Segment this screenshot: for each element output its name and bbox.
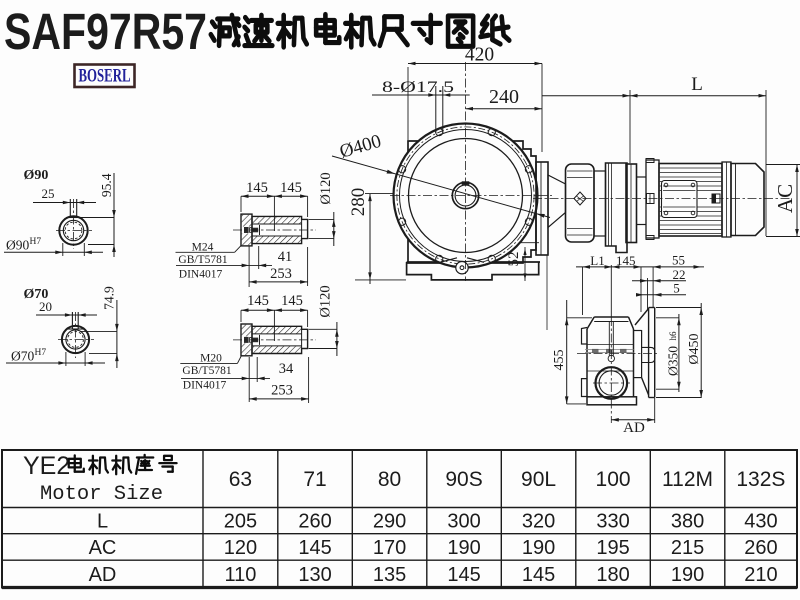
svg-text:DIN4017: DIN4017 [183, 380, 227, 392]
svg-text:280: 280 [348, 188, 369, 217]
svg-text:380: 380 [671, 511, 704, 533]
svg-text:110: 110 [224, 564, 256, 586]
svg-text:145: 145 [522, 564, 555, 586]
svg-text:AC: AC [89, 537, 117, 559]
svg-text:AD: AD [89, 564, 117, 586]
svg-text:330: 330 [596, 511, 629, 533]
svg-text:120: 120 [224, 537, 257, 559]
svg-text:L1: L1 [590, 253, 604, 268]
svg-text:71: 71 [303, 468, 326, 491]
svg-text:H7: H7 [30, 237, 42, 247]
svg-text:190: 190 [447, 537, 480, 559]
svg-text:AC: AC [773, 184, 797, 213]
svg-text:145: 145 [247, 293, 269, 309]
svg-text:BOSERL: BOSERL [79, 66, 131, 87]
svg-text:290: 290 [373, 511, 406, 533]
svg-text:180: 180 [596, 564, 629, 586]
svg-text:145: 145 [281, 293, 303, 309]
svg-text:22: 22 [673, 267, 686, 282]
svg-text:L: L [97, 511, 108, 533]
svg-text:215: 215 [671, 537, 704, 559]
svg-text:170: 170 [373, 537, 406, 559]
svg-text:SAF97R57: SAF97R57 [4, 3, 207, 60]
svg-text:55: 55 [672, 253, 685, 268]
svg-text:260: 260 [744, 537, 777, 559]
svg-text:100: 100 [596, 468, 631, 491]
svg-text:Ø70: Ø70 [11, 349, 34, 364]
svg-text:Ø450: Ø450 [687, 333, 702, 364]
svg-text:260: 260 [298, 511, 331, 533]
svg-text:25: 25 [42, 186, 55, 201]
svg-text:Ø90: Ø90 [24, 168, 49, 183]
svg-text:20: 20 [39, 299, 52, 314]
svg-text:5: 5 [673, 281, 680, 296]
svg-text:80: 80 [378, 468, 401, 491]
svg-text:Ø350: Ø350 [666, 346, 681, 376]
svg-text:205: 205 [224, 511, 257, 533]
svg-text:Ø120: Ø120 [318, 285, 334, 317]
svg-text:132S: 132S [736, 468, 785, 491]
svg-text:90L: 90L [521, 468, 556, 491]
svg-text:41: 41 [278, 249, 293, 265]
svg-text:34: 34 [279, 361, 294, 377]
svg-text:M24: M24 [192, 242, 214, 254]
svg-text:130: 130 [298, 564, 331, 586]
svg-text:74.9: 74.9 [102, 286, 117, 310]
svg-text:430: 430 [744, 511, 777, 533]
svg-text:H7: H7 [35, 348, 47, 358]
svg-text:145: 145 [298, 537, 331, 559]
svg-text:GB/T5781: GB/T5781 [178, 254, 227, 266]
svg-text:145: 145 [280, 180, 302, 196]
svg-text:145: 145 [246, 180, 268, 196]
svg-text:145: 145 [447, 564, 480, 586]
svg-text:90S: 90S [445, 468, 482, 491]
svg-text:52: 52 [506, 252, 522, 267]
svg-text:M20: M20 [200, 353, 222, 365]
svg-text:195: 195 [596, 537, 629, 559]
svg-text:Ø70: Ø70 [24, 287, 49, 302]
svg-text:L: L [691, 74, 703, 95]
svg-text:8-Ø17.5: 8-Ø17.5 [382, 79, 454, 96]
svg-text:Ø120: Ø120 [318, 172, 334, 204]
svg-text:63: 63 [229, 468, 252, 491]
svg-text:190: 190 [671, 564, 704, 586]
svg-text:Ø90: Ø90 [6, 238, 29, 253]
svg-text:253: 253 [271, 383, 293, 399]
svg-text:210: 210 [744, 564, 777, 586]
svg-text:300: 300 [447, 511, 480, 533]
svg-text:145: 145 [616, 253, 636, 268]
svg-text:AD: AD [623, 420, 645, 436]
svg-text:253: 253 [270, 266, 292, 282]
svg-text:320: 320 [522, 511, 555, 533]
svg-text:GB/T5781: GB/T5781 [182, 365, 231, 377]
svg-text:112M: 112M [662, 468, 713, 491]
svg-text:190: 190 [522, 537, 555, 559]
svg-text:YE2: YE2 [23, 452, 70, 480]
svg-text:420: 420 [465, 45, 494, 66]
svg-text:95.4: 95.4 [99, 173, 114, 197]
svg-text:240: 240 [489, 86, 519, 108]
svg-text:DIN4017: DIN4017 [179, 269, 223, 281]
svg-text:455: 455 [552, 350, 567, 371]
svg-text:Motor Size: Motor Size [40, 483, 163, 506]
svg-text:h6: h6 [668, 331, 678, 341]
svg-text:135: 135 [373, 564, 406, 586]
